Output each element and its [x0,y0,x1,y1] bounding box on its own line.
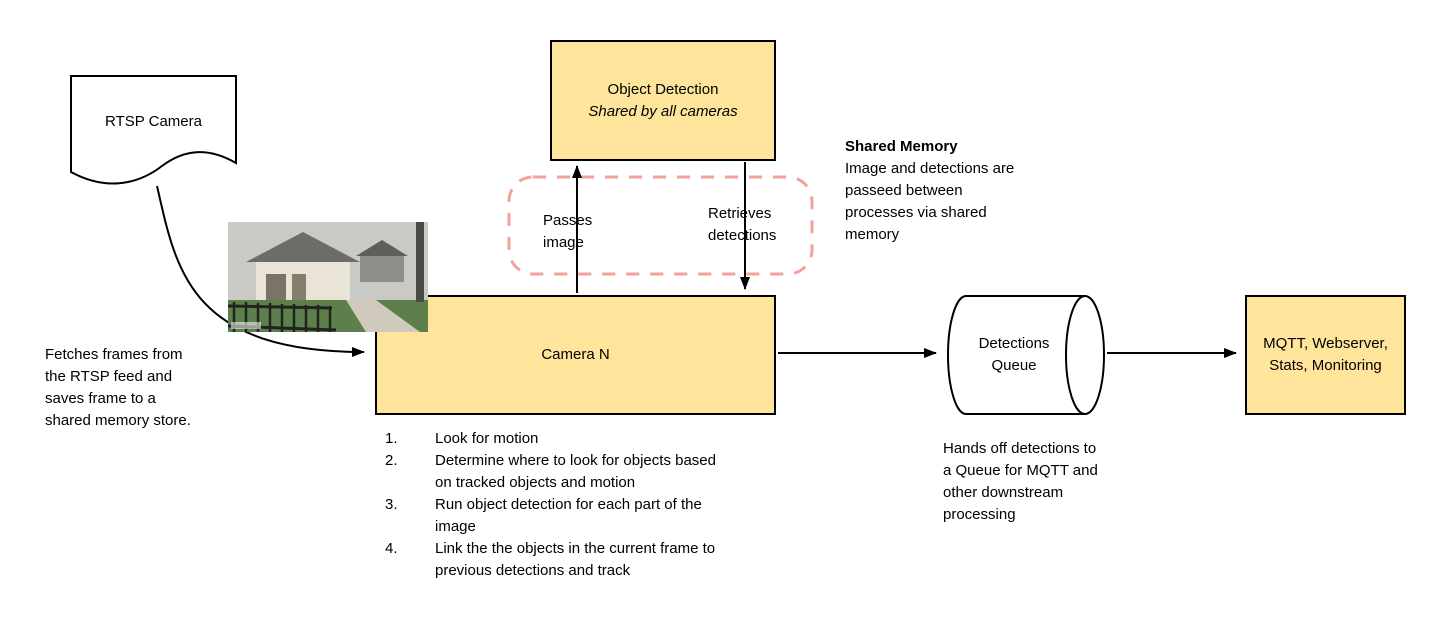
camera-snapshot-image [227,222,428,332]
camera-n-node: Camera N [375,295,776,415]
object-detection-title: Object Detection [607,80,719,98]
step-number: 3. [385,496,398,513]
passes-image-label: Passes image [543,212,593,251]
step-text: Determine where to look for objects base… [435,452,716,491]
detections-queue-end-cap [1065,295,1105,415]
step-number: 2. [385,452,398,469]
object-detection-subtitle: Shared by all cameras [588,102,738,120]
camera-steps-list: 1. Look for motion 2. Determine where to… [385,428,777,582]
step-number: 4. [385,540,398,557]
retrieves-detections-label: Retrieves detections [708,205,777,244]
step-text: Link the the objects in the current fram… [435,540,716,579]
list-item: 4. Link the the objects in the current f… [385,538,777,582]
shared-memory-body: Image and detections are passeed between… [845,160,1015,243]
list-item: 3. Run object detection for each part of… [385,494,777,538]
shared-memory-annotation: Shared Memory Image and detections are p… [845,136,1030,246]
detections-queue-shape [947,295,1086,415]
queue-note: Hands off detections to a Queue for MQTT… [943,440,1098,523]
arrow-rtsp-to-camera [156,185,365,357]
outputs-label: MQTT, Webserver, Stats, Monitoring [1263,335,1388,374]
list-item: 1. Look for motion [385,428,777,450]
camera-n-label: Camera N [541,346,610,363]
detections-queue-node: Detections Queue [950,295,1078,415]
outputs-node: MQTT, Webserver, Stats, Monitoring [1245,295,1406,415]
object-detection-node: Object Detection Shared by all cameras [550,40,776,161]
rtsp-camera-label: RTSP Camera [105,113,202,130]
step-number: 1. [385,430,398,447]
detections-queue-label: Detections Queue [978,335,1050,374]
shared-memory-title: Shared Memory [845,138,958,155]
shared-memory-dashed-region [507,175,814,276]
step-text: Look for motion [435,430,539,447]
camera-snapshot-drawing [227,222,428,332]
list-item: 2. Determine where to look for objects b… [385,450,777,494]
rtsp-camera-shape [70,75,237,185]
rtsp-camera-node: RTSP Camera [70,76,237,168]
fetches-frames-note: Fetches frames from the RTSP feed and sa… [45,346,191,429]
step-text: Run object detection for each part of th… [435,496,702,535]
